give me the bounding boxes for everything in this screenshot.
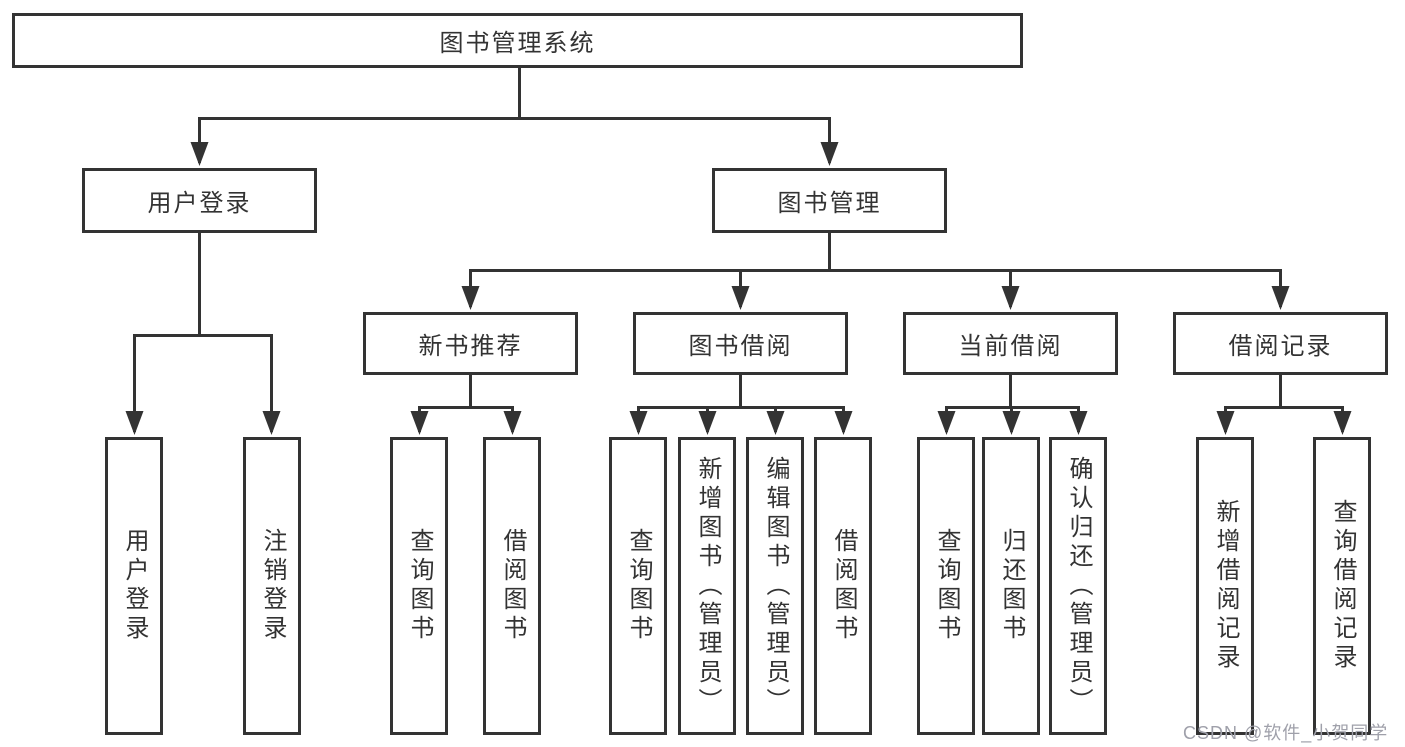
node-user-login: 用户登录 [82,168,317,233]
node-new-book-recommend: 新书推荐 [363,312,578,375]
connector-user-login-to-leaves [125,232,281,435]
node-borrowing-records: 借阅记录 [1173,312,1388,375]
connector-borrowing-records-to-leaves [1216,374,1352,435]
leaf-current-query-books: 查询图书 [917,437,975,735]
leaf-borrowing-query-books: 查询图书 [609,437,667,735]
connector-current-borrowing-to-leaves [937,374,1088,435]
connector-book-management-to-level3 [461,232,1290,310]
leaf-recommend-borrow-books: 借阅图书 [483,437,541,735]
csdn-watermark: CSDN @软件_小贺同学 [1183,723,1389,743]
leaf-logout: 注销登录 [243,437,301,735]
leaf-borrowing-add-books: 新增图书（管理员） [678,437,736,735]
node-book-management: 图书管理 [712,168,947,233]
leaf-borrowing-borrow-books: 借阅图书 [814,437,872,735]
leaf-records-add-record: 新增借阅记录 [1196,437,1254,735]
connector-root-to-level2 [190,67,839,166]
leaf-current-confirm-return: 确认归还（管理员） [1049,437,1107,735]
node-current-borrowing: 当前借阅 [903,312,1118,375]
leaf-recommend-query-books: 查询图书 [390,437,448,735]
leaf-user-login: 用户登录 [105,437,163,735]
leaf-records-query-record: 查询借阅记录 [1313,437,1371,735]
node-book-borrowing: 图书借阅 [633,312,848,375]
leaf-borrowing-edit-books: 编辑图书（管理员） [746,437,804,735]
node-root: 图书管理系统 [12,13,1023,68]
connector-new-book-recommend-to-leaves [410,374,522,435]
leaf-current-return-books: 归还图书 [982,437,1040,735]
connector-book-borrowing-to-leaves [629,374,853,435]
